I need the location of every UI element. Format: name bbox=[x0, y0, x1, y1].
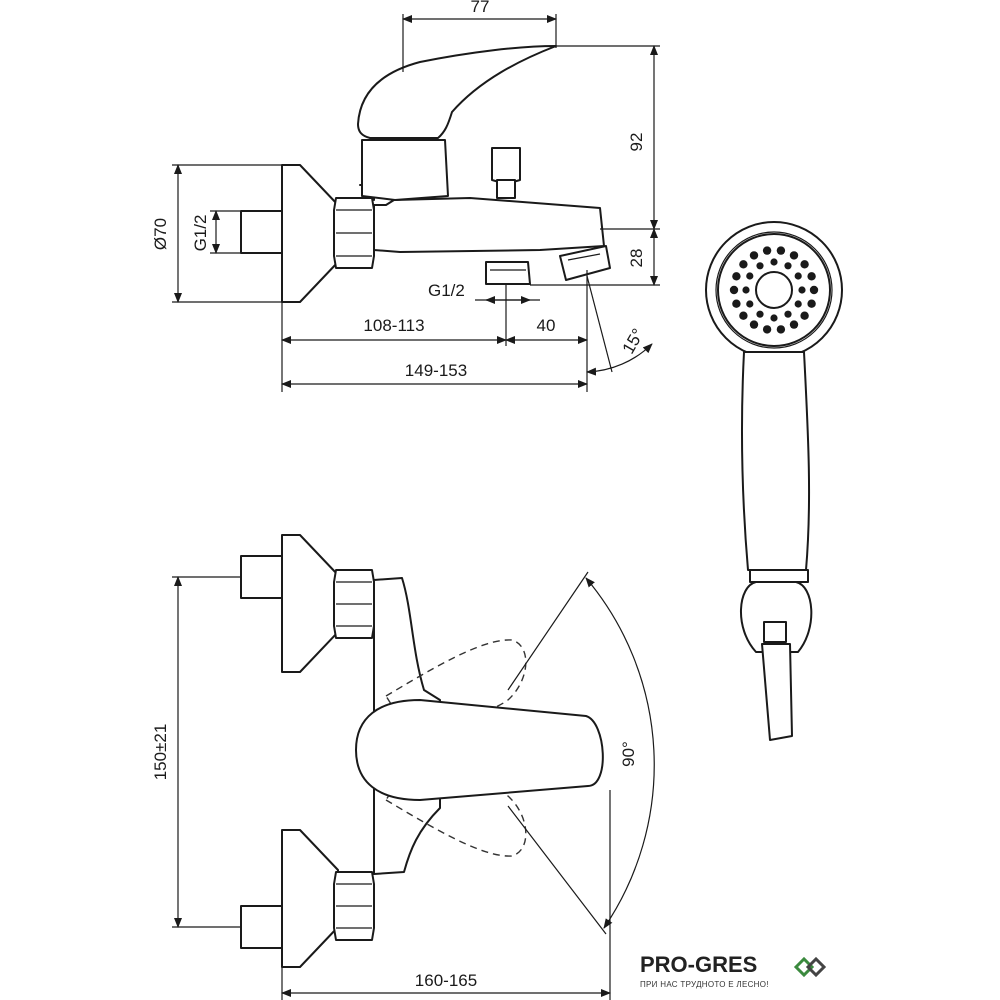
dim-108-113: 108-113 bbox=[363, 316, 424, 335]
dim-150-21: 150±21 bbox=[151, 724, 170, 781]
nozzle bbox=[756, 262, 764, 270]
side-view bbox=[240, 45, 611, 303]
nozzle bbox=[800, 311, 809, 320]
nozzle bbox=[746, 300, 754, 308]
spout-outlet bbox=[559, 245, 611, 281]
dim-77: 77 bbox=[471, 0, 490, 16]
nozzle bbox=[800, 260, 809, 269]
lever-handle bbox=[357, 45, 557, 139]
dim-diameter-70: Ø70 bbox=[151, 218, 170, 250]
dim-160-165: 160-165 bbox=[415, 971, 477, 990]
dim-40: 40 bbox=[537, 316, 556, 335]
inlet-pipe bbox=[240, 210, 283, 254]
nozzle bbox=[729, 285, 739, 295]
nozzle bbox=[794, 300, 802, 308]
nozzle bbox=[789, 251, 799, 260]
nozzle bbox=[756, 310, 764, 318]
nozzle bbox=[784, 310, 792, 318]
nozzle bbox=[807, 299, 816, 308]
brand-tagline: ПРИ НАС ТРУДНОТО Е ЛЕСНО! bbox=[640, 980, 769, 989]
nozzle bbox=[794, 272, 802, 280]
brand-logo: PRO-GRES ПРИ НАС ТРУДНОТО Е ЛЕСНО! bbox=[640, 953, 840, 993]
nozzle bbox=[739, 311, 748, 320]
dim-92: 92 bbox=[627, 133, 646, 152]
nozzle bbox=[776, 246, 786, 255]
brand-name: PRO-GRES bbox=[640, 952, 758, 977]
nozzle bbox=[776, 325, 786, 334]
diverter-knob bbox=[491, 147, 521, 185]
nozzle bbox=[770, 314, 778, 322]
nozzle bbox=[739, 260, 748, 269]
nozzle bbox=[732, 299, 741, 308]
hand-shower bbox=[705, 221, 843, 741]
hose-outlet bbox=[485, 261, 531, 285]
nozzle bbox=[732, 272, 741, 281]
nozzle bbox=[770, 258, 778, 266]
shower-nozzles bbox=[729, 246, 819, 334]
dim-angle-15: 15° bbox=[619, 325, 648, 357]
nozzle bbox=[762, 246, 772, 255]
nozzle bbox=[784, 262, 792, 270]
dim-thread-outlet: G1/2 bbox=[428, 281, 465, 300]
dim-28: 28 bbox=[627, 249, 646, 268]
dim-149-153: 149-153 bbox=[405, 361, 467, 380]
nozzle bbox=[809, 285, 819, 295]
cartridge-column bbox=[361, 139, 449, 201]
nozzle bbox=[807, 272, 816, 281]
nozzle bbox=[742, 286, 750, 294]
nozzle bbox=[762, 325, 772, 334]
nozzle bbox=[746, 272, 754, 280]
dim-thread-inlet: G1/2 bbox=[191, 215, 210, 252]
mixer-body bbox=[373, 197, 605, 253]
front-view: 90° 150±21 160-165 bbox=[151, 534, 655, 1000]
nozzle bbox=[749, 320, 759, 329]
nozzle bbox=[789, 320, 799, 329]
nozzle bbox=[749, 251, 759, 260]
dim-angle-90: 90° bbox=[619, 741, 638, 767]
double-diamond-icon bbox=[793, 956, 827, 978]
nozzle bbox=[798, 286, 806, 294]
wall-flange bbox=[281, 164, 339, 303]
